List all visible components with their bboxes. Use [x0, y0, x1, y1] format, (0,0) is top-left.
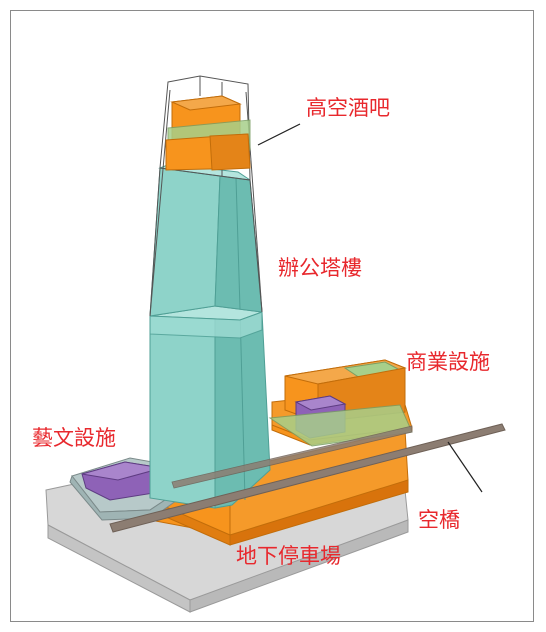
label-commercial: 商業設施: [406, 350, 490, 374]
sky-bar-block: [165, 95, 251, 171]
label-arts-culture: 藝文設施: [32, 426, 116, 450]
leader-lines: [257, 123, 483, 493]
label-underground-parking: 地下停車場: [236, 544, 341, 568]
label-sky-bridge: 空橋: [418, 508, 460, 532]
sky-bridge: [109, 423, 506, 533]
commercial-block: [268, 359, 413, 447]
figure-frame: [10, 10, 534, 622]
office-tower-lower: [149, 305, 271, 509]
label-sky-bar: 高空酒吧: [306, 96, 390, 120]
office-tower-upper: [149, 163, 263, 317]
label-office-tower: 辦公塔樓: [278, 256, 362, 280]
